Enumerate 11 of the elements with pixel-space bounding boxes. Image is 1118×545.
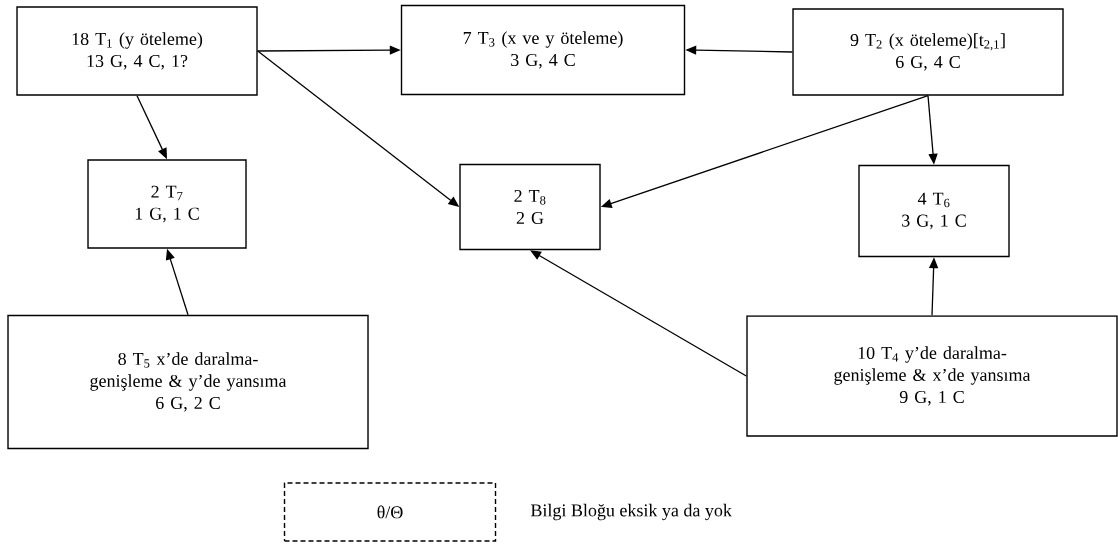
process-box: 10 T$_{4}$ y’de daralma-genişleme & x’de yansıma 9 G, 1 C — [746, 315, 1118, 437]
process-box: 8 T$_{5}$ x’de daralma-genişleme & y’de yansıma 6 G, 2 C — [7, 314, 369, 450]
process-box: 2 T$_{7}$ 1 G, 1 C — [87, 159, 247, 249]
legend-box: θ/Θ — [283, 482, 497, 542]
legend-text: Bilgi Bloğu eksik ya da yok — [530, 503, 732, 521]
process-box: 4 T$_{6}$ 3 G, 1 C — [858, 164, 1010, 258]
process-box: 2 T$_{8}$ 2 G — [459, 163, 601, 251]
process-box: 9 T$_{2}$ (x öteleme)[t$_{2,1}$] 6 G, 4 C — [792, 8, 1064, 96]
arrow — [530, 250, 747, 377]
process-box: 7 T$_{3}$ (x ve y öteleme) 3 G, 4 C — [400, 4, 686, 96]
process-box: 18 T$_{1}$ (y öteleme) 13 G, 4 C, 1? — [16, 6, 258, 96]
